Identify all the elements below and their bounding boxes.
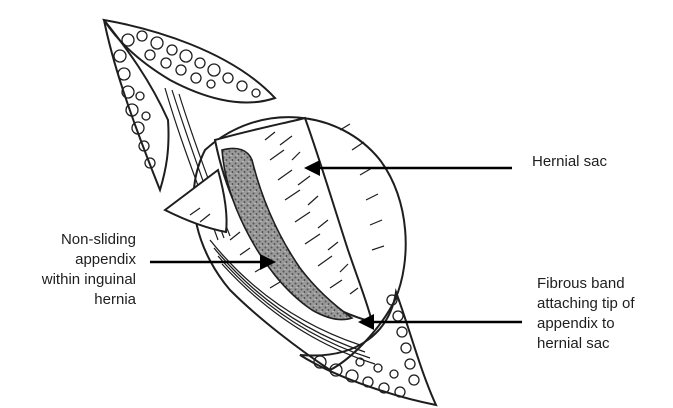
label-fibrous-band: Fibrous band attaching tip of appendix t… (537, 274, 673, 354)
label-non-sliding-appendix: Non-sliding appendix within inguinal her… (4, 230, 136, 310)
label-hernial-sac: Hernial sac (532, 152, 607, 172)
